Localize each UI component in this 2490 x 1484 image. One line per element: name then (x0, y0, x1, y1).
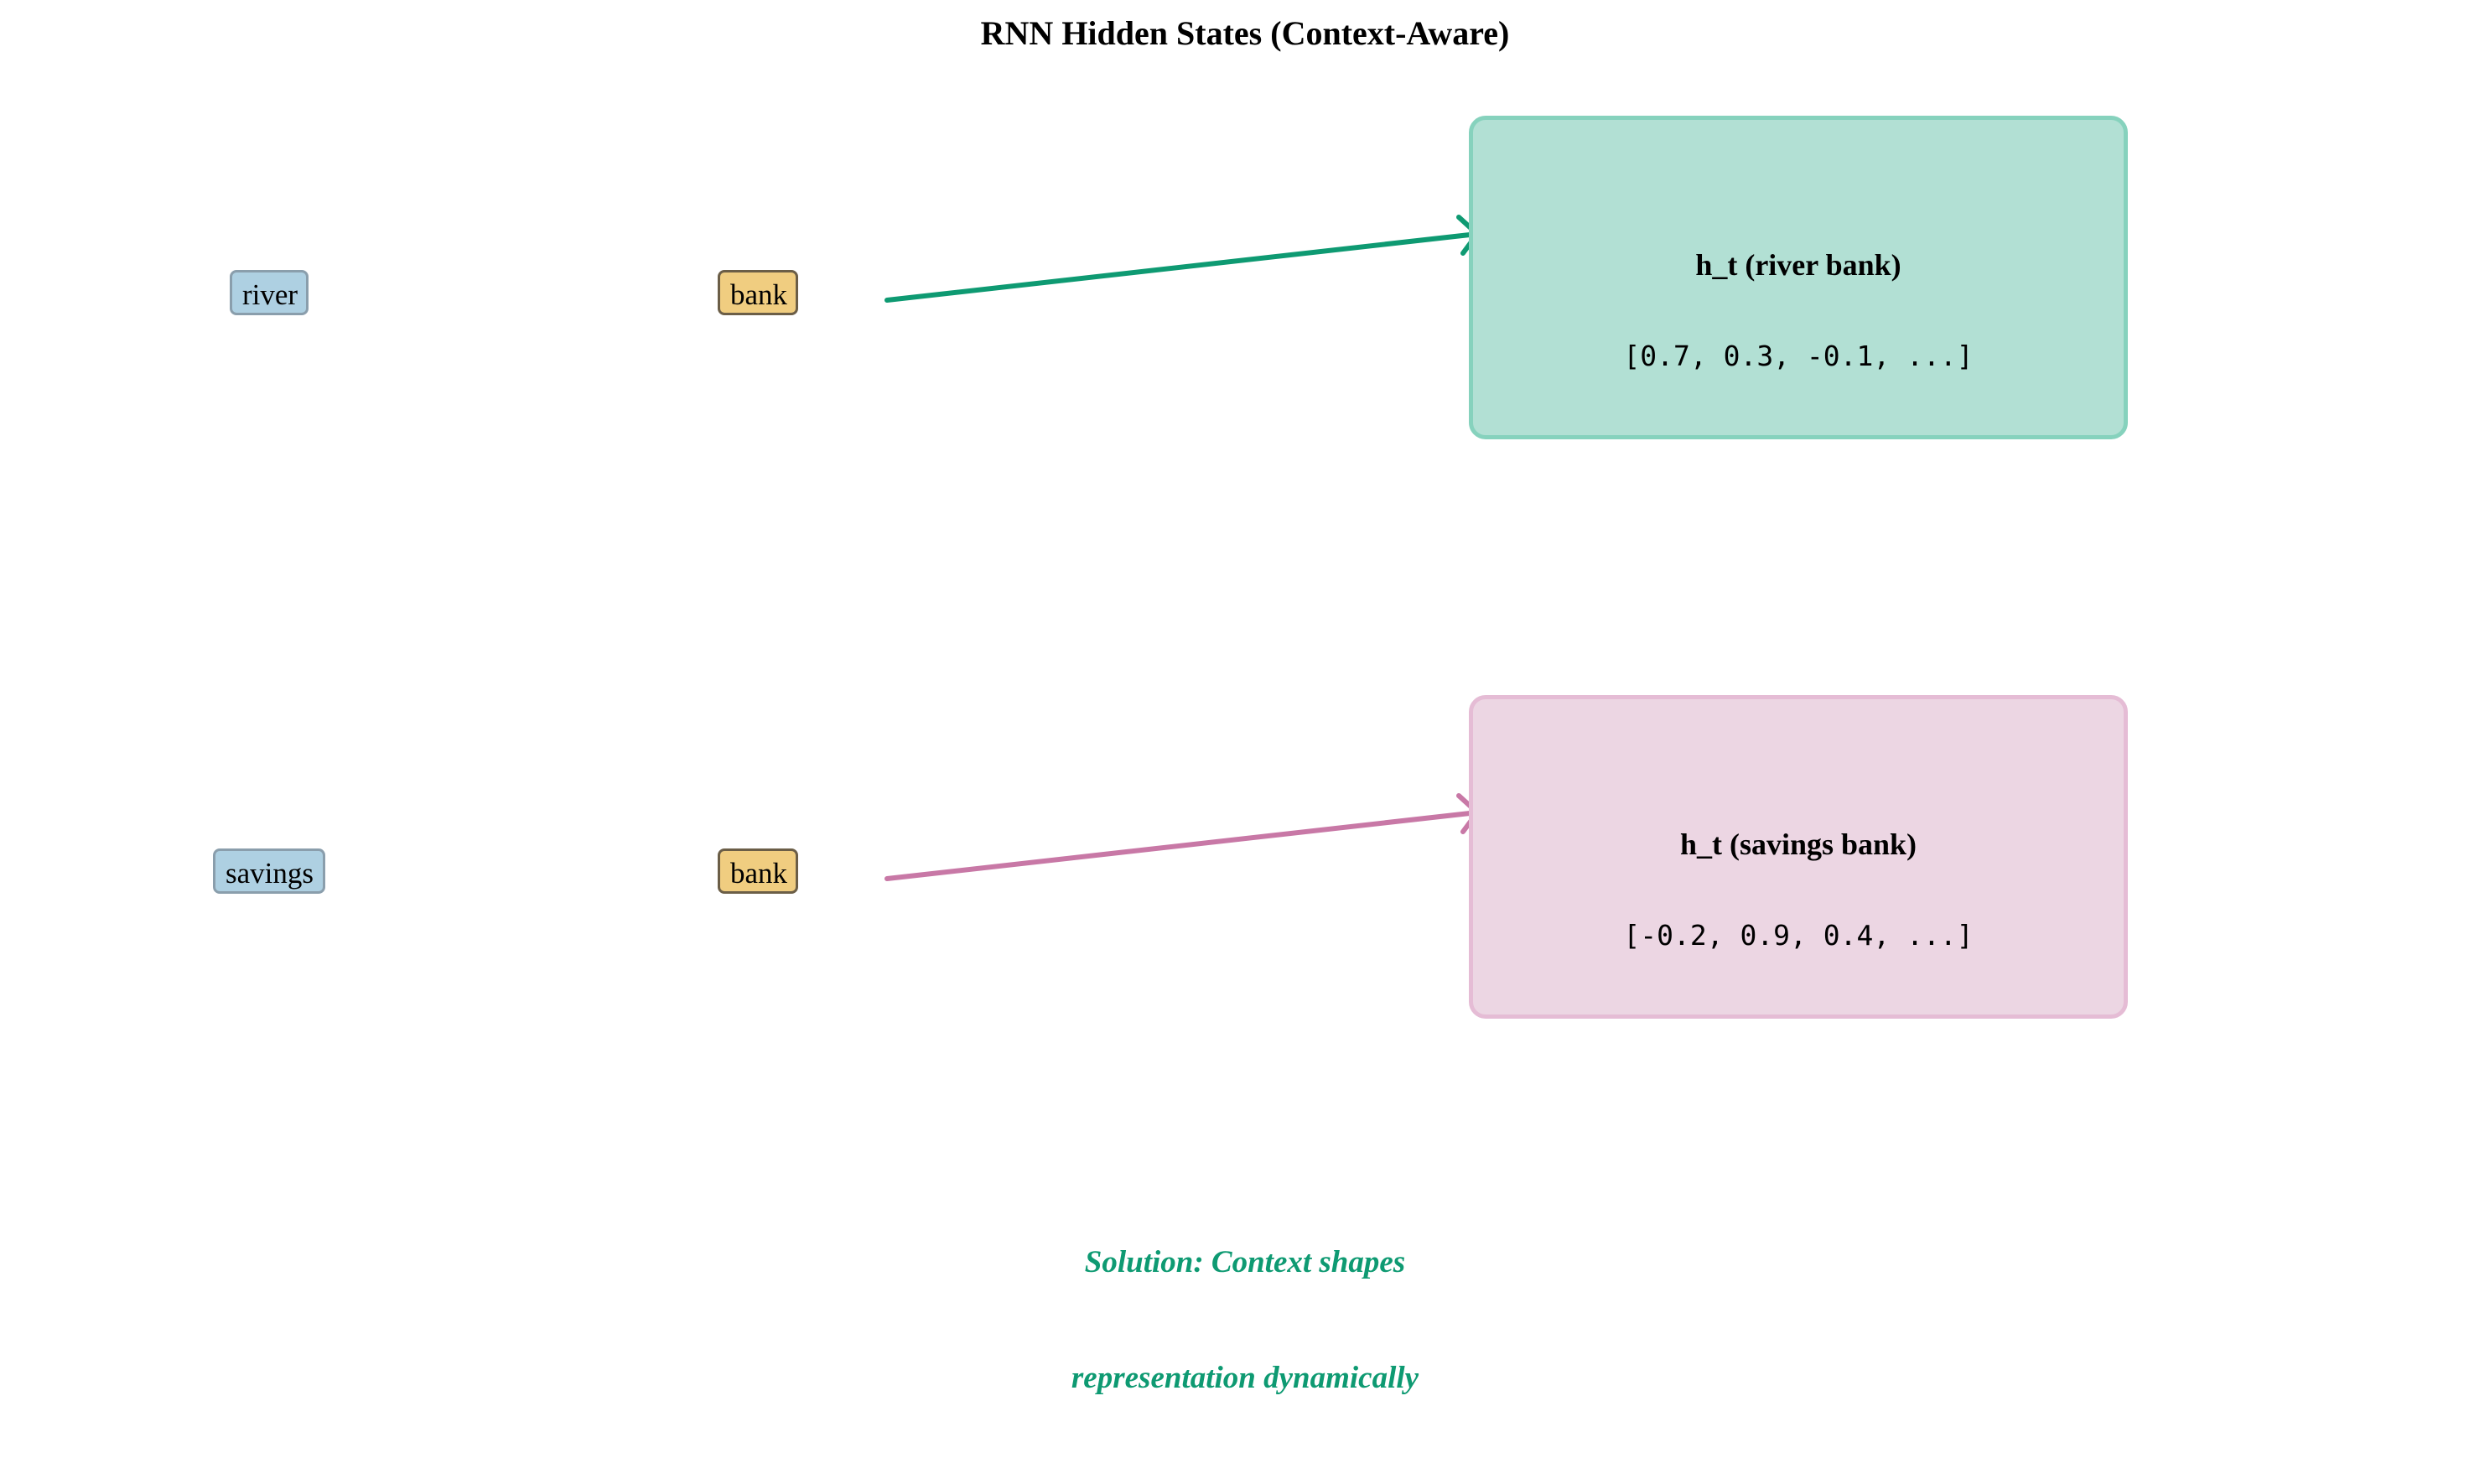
hidden-state-savings-vector: [-0.2, 0.9, 0.4, ...] (1623, 919, 1974, 952)
hidden-state-river-vector: [0.7, 0.3, -0.1, ...] (1623, 340, 1974, 372)
context-word-savings: savings (213, 848, 325, 894)
target-word-bank-1: bank (718, 270, 798, 315)
hidden-state-river-label: h_t (river bank) (1695, 248, 1901, 282)
diagram-title: RNN Hidden States (Context-Aware) (980, 14, 1510, 52)
arrow-river-to-state (884, 215, 1480, 303)
caption-line-2: representation dynamically (1071, 1361, 1419, 1395)
target-word-bank-2: bank (718, 848, 798, 894)
caption-line-1: Solution: Context shapes (1084, 1245, 1406, 1279)
arrow-savings-to-state (884, 793, 1480, 881)
hidden-state-savings-box: h_t (savings bank) [-0.2, 0.9, 0.4, ...] (1469, 695, 2128, 1019)
hidden-state-savings-label: h_t (savings bank) (1679, 828, 1917, 861)
hidden-state-river-box: h_t (river bank) [0.7, 0.3, -0.1, ...] (1469, 116, 2128, 439)
context-word-river: river (230, 270, 309, 315)
